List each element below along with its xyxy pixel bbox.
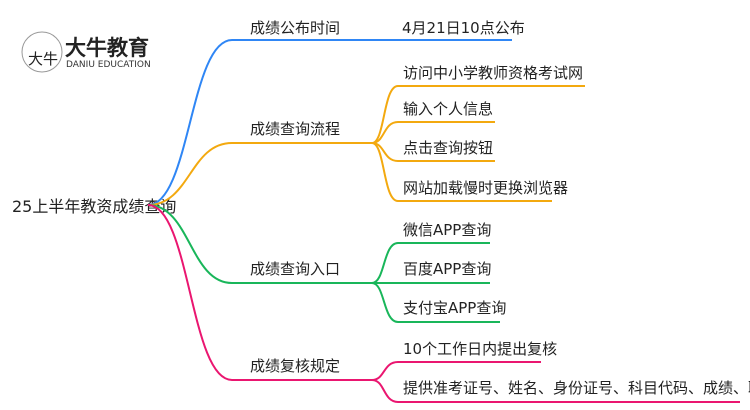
- leaf-label: 百度APP查询: [403, 260, 491, 278]
- leaf-label: 微信APP查询: [403, 221, 491, 239]
- leaf-label: 网站加载慢时更换浏览器: [403, 179, 568, 197]
- branch-label: 成绩查询入口: [250, 260, 340, 278]
- root-node: 25上半年教资成绩查询: [12, 197, 176, 216]
- logo: 大牛 大牛教育 DANIU EDUCATION: [21, 31, 151, 73]
- branch-query-process: [147, 85, 585, 206]
- branch-label: 成绩查询流程: [250, 120, 340, 138]
- branch-query-entry: [147, 204, 500, 323]
- branch-review-rules: [147, 204, 740, 403]
- branch-release-time: [147, 39, 512, 206]
- logo-mark: 大牛: [28, 50, 58, 68]
- leaf-label: 输入个人信息: [403, 100, 493, 118]
- leaf-label: 4月21日10点公布: [402, 19, 525, 37]
- logo-name: 大牛教育: [65, 36, 149, 60]
- logo-subtitle: DANIU EDUCATION: [66, 60, 151, 70]
- leaf-label: 访问中小学教师资格考试网: [403, 64, 583, 82]
- leaf-label: 点击查询按钮: [403, 139, 493, 157]
- leaf-label: 支付宝APP查询: [403, 299, 506, 317]
- leaf-label: 提供准考证号、姓名、身份证号、科目代码、成绩、联系电话: [403, 379, 750, 397]
- branch-label: 成绩公布时间: [250, 19, 340, 37]
- branch-label: 成绩复核规定: [250, 357, 340, 375]
- leaf-label: 10个工作日内提出复核: [403, 340, 557, 358]
